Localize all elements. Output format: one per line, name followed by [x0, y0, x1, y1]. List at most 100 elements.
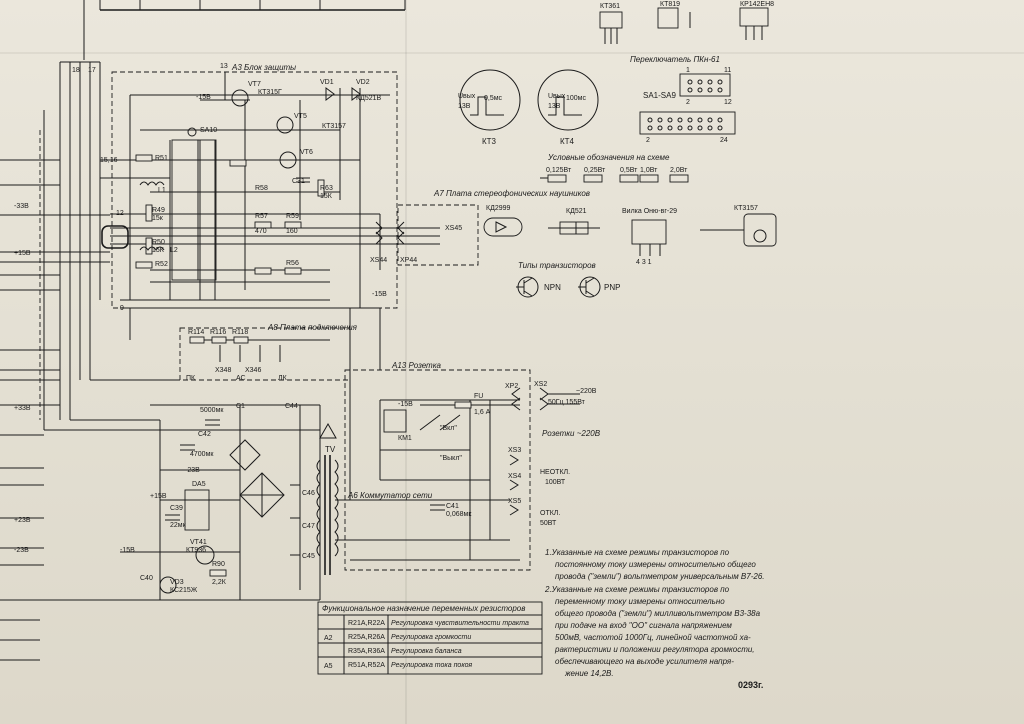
legend-transistors: Типы транзисторов NPN PNP: [516, 261, 620, 298]
watt-0125: 0,125Вт: [546, 167, 572, 174]
label-vt41: VT41: [190, 539, 207, 546]
label-kr142: КР142ЕН8: [740, 1, 774, 8]
label-r49-value: 15к: [152, 215, 164, 222]
label-power-freq: 50Гц 155Вт: [548, 399, 586, 406]
label-fu-value: 1,6 А: [474, 409, 491, 416]
note-line: жение 14,2В.: [564, 669, 614, 678]
label-c31: C31: [292, 178, 305, 185]
paper-fold: [0, 52, 1024, 54]
table-ref-1: R21A,R22A: [348, 620, 385, 627]
legend-switch: Переключатель ПКн-61 SA1-SA9 2 12 11 1 2…: [630, 55, 736, 144]
block-a8-title: А8 Плата подключения: [267, 323, 358, 332]
note-line: рактеристики и положении регулятора гром…: [554, 645, 755, 654]
label-c39: C39: [170, 505, 183, 512]
label-kt936: КТ936: [186, 547, 206, 554]
label-vd2: VD2: [356, 79, 370, 86]
label-otk-watts: 50ВТ: [540, 520, 557, 527]
rail-p238: +23В: [14, 517, 31, 524]
bus-lines: [0, 0, 406, 661]
block-a13: А13 Розетка А6 Коммутатор сети КМ1 -15В …: [344, 361, 601, 571]
label-r52: R52: [155, 261, 168, 268]
label-kd521v: КД521В: [356, 95, 381, 102]
note-line: постоянному току измерены относительно о…: [555, 560, 756, 569]
table-func-2: Регулировка громкости: [391, 634, 471, 641]
resistor-table: Функциональное назначение переменных рез…: [317, 601, 543, 675]
label-r90: R90: [212, 561, 225, 568]
label-neotk-watts: 100ВТ: [545, 479, 566, 486]
label-xs45: XS45: [445, 225, 462, 232]
paper-fold: [405, 0, 407, 724]
pin-24: 24: [720, 137, 728, 144]
rail-p158-low: +15В: [150, 493, 167, 500]
power-supply: C1 5000мк C44 C42 4700мк C39 22мк DA5 VT…: [120, 403, 520, 600]
label-kt315: КТ315Г: [258, 89, 282, 96]
label-neotk: НЕОТКЛ.: [540, 469, 570, 476]
block-a3-title: А3 Блок защиты: [231, 63, 296, 72]
rail-m158-low: -15В: [120, 547, 135, 554]
note-line: при подаче на вход "ОО" сигнала напряжен…: [555, 621, 732, 630]
label-otk: ОТКЛ.: [540, 510, 560, 517]
note-line: 2.Указанные на схеме режимы транзисторов…: [544, 585, 730, 594]
label-tv: TV: [325, 445, 336, 454]
label-kt3157-legend: КТ3157: [734, 205, 758, 212]
table-func-4: Регулировка тока покоя: [391, 662, 472, 669]
switch-title: Переключатель ПКн-61: [630, 55, 720, 64]
legend-packages: КТ361 КТ819 КР142ЕН8: [599, 1, 774, 44]
label-m158-relay: -15В: [398, 401, 413, 408]
label-vt5: VT5: [294, 113, 307, 120]
block-a3: [99, 62, 398, 309]
rail-p338: +33В: [14, 405, 31, 412]
table-group-a2: A2: [324, 635, 333, 642]
label-vt7: VT7: [248, 81, 261, 88]
table-ref-2: R25A,R26A: [348, 634, 385, 641]
rail-m158-top: -15В: [372, 291, 387, 298]
rail-pin-18: 18: [72, 67, 80, 74]
label-c42-value: 4700мк: [190, 451, 214, 458]
watt-025: 0,25Вт: [584, 167, 606, 174]
block-a13-title: А13 Розетка: [391, 361, 441, 370]
rail-p158: +15В: [14, 250, 31, 257]
label-pulse-kt3: 0,5мс: [484, 95, 503, 102]
block-a7-title: А7 Плата стереофонических наушников: [433, 189, 590, 198]
sheet-number: 0293г.: [738, 680, 763, 690]
label-r51: R51: [155, 155, 168, 162]
note-line: общего провода ("земли") милливольтметро…: [555, 609, 761, 618]
label-xs44: XS44: [370, 257, 387, 264]
label-ac: АС: [236, 375, 246, 382]
label-r114: R114: [188, 329, 204, 336]
rail-m238: -23В: [14, 547, 29, 554]
label-r116: R116: [210, 329, 226, 336]
label-c42: C42: [198, 431, 211, 438]
label-vt6: VT6: [300, 149, 313, 156]
label-r63: R63: [320, 185, 333, 192]
table-title: Функциональное назначение переменных рез…: [322, 604, 525, 613]
notes: 1.Указанные на схеме режимы транзисторов…: [544, 548, 765, 678]
block-a7: А7 Плата стереофонических наушников XS45…: [370, 189, 590, 266]
watt-20: 2,0Вт: [670, 167, 688, 174]
pin-1: 1: [686, 67, 690, 74]
table-ref-3: R35A,R36A: [348, 648, 385, 655]
label-vkl: "Вкл": [440, 425, 457, 432]
table-ref-4: R51A,R52A: [348, 662, 385, 669]
label-c41: C41: [446, 503, 459, 510]
label-r90-value: 2,2К: [212, 579, 227, 586]
label-xs5: XS5: [508, 498, 521, 505]
label-c44: C44: [285, 403, 298, 410]
label-c40: C40: [140, 575, 153, 582]
symbols-title: Условные обозначения на схеме: [547, 153, 670, 162]
note-line: 1.Указанные на схеме режимы транзисторов…: [545, 548, 730, 557]
label-sockets: Розетки ~220В: [542, 429, 601, 438]
label-sa1-sa9: SA1-SA9: [643, 91, 676, 100]
rail-m338: -33В: [14, 203, 29, 210]
watt-05: 0,5Вт: [620, 167, 638, 174]
label-uout-kt3: Uвых: [458, 93, 476, 100]
label-r118: R118: [232, 329, 248, 336]
rail-pin-17: 17: [88, 67, 96, 74]
rail-pin-1516: 15,16: [100, 157, 118, 164]
transistor-title: Типы транзисторов: [518, 261, 596, 270]
label-l1: L1: [158, 187, 166, 194]
label-vykl: "Выкл": [440, 455, 462, 462]
label-lk: ЛК: [278, 375, 288, 382]
label-r57-value: 470: [255, 228, 267, 235]
